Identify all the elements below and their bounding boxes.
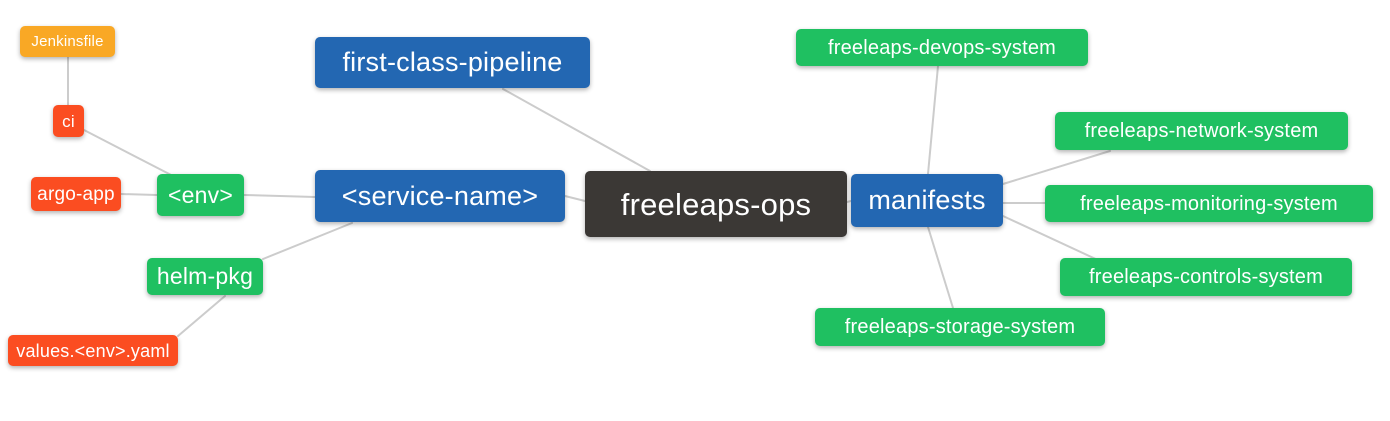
node-first-class-pipeline[interactable]: first-class-pipeline: [315, 37, 590, 88]
edge-manifests-storage-system: [927, 226, 954, 309]
node-devops-system[interactable]: freeleaps-devops-system: [796, 29, 1088, 66]
node-values-env-yaml[interactable]: values.<env>.yaml: [8, 335, 178, 366]
node-env[interactable]: <env>: [157, 174, 244, 216]
node-monitoring-system[interactable]: freeleaps-monitoring-system: [1045, 185, 1373, 222]
edge-manifests-devops-system: [927, 65, 939, 175]
edge-argo-app-env: [120, 193, 158, 196]
node-controls-system[interactable]: freeleaps-controls-system: [1060, 258, 1352, 296]
edge-first-class-pipeline-freeleaps-ops: [502, 88, 651, 172]
edge-manifests-controls-system: [1002, 215, 1101, 262]
node-jenkinsfile[interactable]: Jenkinsfile: [20, 26, 115, 57]
node-manifests[interactable]: manifests: [851, 174, 1003, 227]
node-helm-pkg[interactable]: helm-pkg: [147, 258, 263, 295]
edge-helm-pkg-service-name: [262, 222, 353, 260]
edge-manifests-network-system: [1002, 150, 1111, 185]
edge-env-service-name: [243, 194, 316, 198]
node-network-system[interactable]: freeleaps-network-system: [1055, 112, 1348, 150]
edge-freeleaps-ops-manifests: [846, 200, 852, 203]
node-storage-system[interactable]: freeleaps-storage-system: [815, 308, 1105, 346]
node-ci[interactable]: ci: [53, 105, 84, 137]
edge-service-name-freeleaps-ops: [564, 195, 586, 202]
edge-values-env-yaml-helm-pkg: [177, 295, 226, 337]
node-argo-app[interactable]: argo-app: [31, 177, 121, 211]
node-freeleaps-ops[interactable]: freeleaps-ops: [585, 171, 847, 237]
edge-ci-env: [83, 129, 178, 179]
node-service-name[interactable]: <service-name>: [315, 170, 565, 222]
